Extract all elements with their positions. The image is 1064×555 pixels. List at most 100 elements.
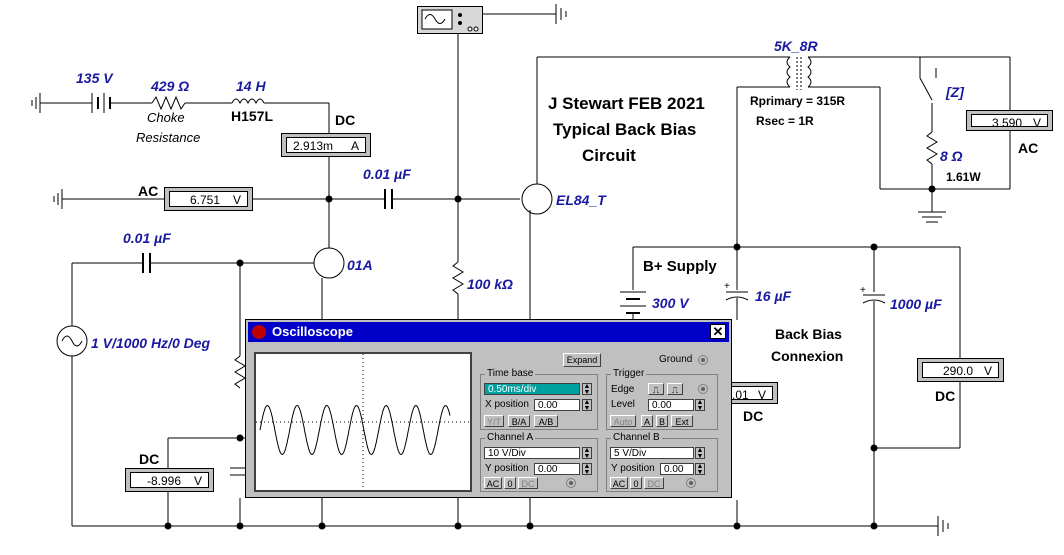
channel-b-group: Channel B <box>606 432 718 492</box>
circuit-title-line3: Circuit <box>582 146 636 165</box>
bias-dc-value: -8.996 <box>147 474 182 488</box>
oscilloscope-window[interactable]: Oscilloscope ✕ Expand Ground Time base 0… <box>245 319 732 498</box>
timebase-xpos-spinner[interactable]: ▲▼ <box>582 399 592 412</box>
mode-yt-button[interactable]: Y/T <box>484 415 504 427</box>
timebase-group: Time base <box>480 368 598 430</box>
channel-a-dc-button[interactable]: DC <box>518 477 538 489</box>
plate-current-unit: A <box>350 139 359 153</box>
back-bias-label-2: Connexion <box>771 348 844 364</box>
oscilloscope-title: Oscilloscope <box>272 324 353 339</box>
ground-terminal[interactable] <box>698 355 708 365</box>
choke-label-1: Choke <box>147 110 185 125</box>
channel-b-ac-button[interactable]: AC <box>610 477 628 489</box>
bplus-label: B+ Supply <box>643 258 717 275</box>
supply-meter-mode: DC <box>935 388 956 404</box>
plate-meter-mode: DC <box>335 112 356 128</box>
trigger-group: Trigger <box>606 368 718 430</box>
circuit-title-line2: Typical Back Bias <box>553 120 697 139</box>
grid-ac-meter[interactable]: 6.751 V <box>164 187 253 211</box>
channel-b-terminal[interactable] <box>686 478 696 488</box>
cathode-dc-value: .01 <box>732 388 749 402</box>
oscilloscope-titlebar[interactable]: Oscilloscope ✕ <box>248 322 729 342</box>
svg-text:+: + <box>724 281 730 292</box>
channel-b-ypos-label: Y position <box>611 463 655 474</box>
grid-ac-unit: V <box>232 193 241 207</box>
channel-a-ypos-label: Y position <box>485 463 529 474</box>
timebase-xpos-label: X position <box>485 399 529 410</box>
channel-a-ypos-spinner[interactable]: ▲▼ <box>582 463 592 476</box>
trigger-ext-button[interactable]: Ext <box>671 415 693 427</box>
channel-b-zero-button[interactable]: 0 <box>630 477 642 489</box>
timebase-xpos-field[interactable]: 0.00 <box>534 399 580 411</box>
trigger-label: Trigger <box>611 368 647 379</box>
sine-wave-icon <box>421 9 479 32</box>
timebase-field[interactable]: 0.50ms/div <box>484 383 580 395</box>
cathode-dc-meter[interactable]: .01 V <box>728 382 778 404</box>
scope-trace <box>256 354 470 490</box>
choke-label-2: Resistance <box>136 130 201 145</box>
load-resistor-label: 8 Ω <box>940 148 963 164</box>
grid-meter-mode: AC <box>138 183 159 199</box>
supply-dc-meter[interactable]: 290.0 V <box>917 358 1004 382</box>
supply-dc-unit: V <box>983 364 992 378</box>
channel-a-scale-spinner[interactable]: ▲▼ <box>582 447 592 460</box>
channel-a-scale-field[interactable]: 10 V/Div <box>484 447 580 459</box>
plate-current-value: 2.913m <box>293 139 334 153</box>
cathode-dc-unit: V <box>757 388 766 402</box>
oscilloscope-app-icon <box>252 325 266 339</box>
channel-a-ypos-field[interactable]: 0.00 <box>534 463 580 475</box>
rising-edge-icon[interactable]: ⎍ <box>648 383 664 395</box>
back-bias-label-1: Back Bias <box>775 326 842 342</box>
trigger-b-button[interactable]: B <box>656 415 668 427</box>
channel-a-terminal[interactable] <box>566 478 576 488</box>
output-meter-mode: AC <box>1018 140 1039 156</box>
rprimary-label: Rprimary = 315R <box>750 94 846 108</box>
circuit-title-line1: J Stewart FEB 2021 <box>548 94 705 113</box>
trigger-level-spinner[interactable]: ▲▼ <box>695 399 705 412</box>
channel-a-zero-button[interactable]: 0 <box>504 477 516 489</box>
expand-button[interactable]: Expand <box>563 353 601 367</box>
close-icon[interactable]: ✕ <box>710 324 726 339</box>
mode-ab-button[interactable]: A/B <box>534 415 558 427</box>
channel-b-scale-spinner[interactable]: ▲▼ <box>695 447 705 460</box>
channel-b-scale-field[interactable]: 5 V/Div <box>610 447 694 459</box>
coupling-cap-1-label: 0.01 µF <box>363 166 411 182</box>
trigger-a-button[interactable]: A <box>641 415 653 427</box>
channel-b-label: Channel B <box>611 432 662 443</box>
trigger-level-field[interactable]: 0.00 <box>648 399 694 411</box>
bias-meter-mode: DC <box>139 451 160 467</box>
plate-current-meter[interactable]: 2.913m A <box>281 133 371 157</box>
trigger-terminal[interactable] <box>698 384 708 394</box>
choke-inductance-label: 14 H <box>236 78 266 94</box>
timebase-label: Time base <box>485 368 536 379</box>
timebase-spinner[interactable]: ▲▼ <box>582 383 592 396</box>
channel-b-ypos-field[interactable]: 0.00 <box>660 463 694 475</box>
output-ac-value: 3.590 <box>992 116 1023 130</box>
supply-dc-value: 290.0 <box>943 364 974 378</box>
source-voltage-label: 135 V <box>76 70 113 86</box>
mode-ba-button[interactable]: B/A <box>508 415 530 427</box>
ground-label: Ground <box>659 354 693 365</box>
transformer-label: 5K_8R <box>774 38 818 54</box>
falling-edge-icon[interactable]: ⎍ <box>667 383 683 395</box>
coupling-cap-2-label: 0.01 µF <box>123 230 171 246</box>
channel-a-group: Channel A <box>480 432 598 492</box>
signal-source-label: 1 V/1000 Hz/0 Deg <box>91 335 211 351</box>
trigger-auto-button[interactable]: Auto <box>610 415 636 427</box>
channel-b-ypos-spinner[interactable]: ▲▼ <box>695 463 705 476</box>
channel-a-ac-button[interactable]: AC <box>484 477 502 489</box>
filter-cap-1-label: 16 µF <box>755 288 792 304</box>
channel-b-dc-button[interactable]: DC <box>644 477 664 489</box>
scope-instrument-icon[interactable] <box>417 6 483 34</box>
grid-ac-value: 6.751 <box>190 193 221 207</box>
scope-screen <box>254 352 472 492</box>
grid-resistor-label: 100 kΩ <box>467 276 513 292</box>
bplus-voltage-label: 300 V <box>652 295 689 311</box>
load-power-label: 1.61W <box>946 170 981 184</box>
trigger-level-label: Level <box>611 399 635 410</box>
rsec-label: Rsec = 1R <box>756 114 814 128</box>
filter-cap-2-label: 1000 µF <box>890 296 942 312</box>
